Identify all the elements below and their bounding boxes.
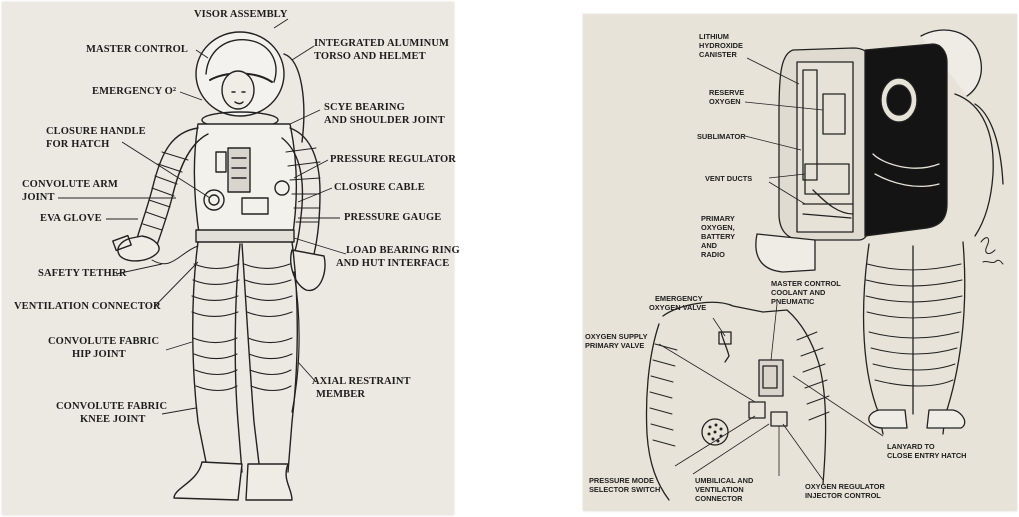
label-convolute-knee-2: KNEE JOINT (80, 414, 145, 426)
label-ventilation-connector: VENTILATION CONNECTOR (14, 301, 161, 313)
label-pressure-mode-2: SELECTOR SWITCH (589, 485, 660, 494)
label-sublimator: SUBLIMATOR (697, 132, 746, 141)
label-oxygen-regulator-2: INJECTOR CONTROL (805, 491, 881, 500)
label-primary-oxygen-2: OXYGEN, (701, 223, 735, 232)
label-closure-cable: CLOSURE CABLE (334, 182, 425, 194)
label-eva-glove: EVA GLOVE (40, 213, 102, 225)
label-load-bearing-2: AND HUT INTERFACE (336, 258, 449, 270)
label-umbilical-3: CONNECTOR (695, 494, 743, 503)
label-emergency-oxygen-valve-2: OXYGEN VALVE (649, 303, 706, 312)
label-vent-ducts: VENT DUCTS (705, 174, 752, 183)
label-convolute-knee-1: CONVOLUTE FABRIC (56, 401, 167, 413)
label-primary-oxygen-5: RADIO (701, 250, 725, 259)
label-pressure-gauge: PRESSURE GAUGE (344, 212, 441, 224)
label-convolute-hip-1: CONVOLUTE FABRIC (48, 336, 159, 348)
label-master-control-coolant-2: COOLANT AND (771, 288, 825, 297)
label-convolute-arm-2: JOINT (22, 192, 55, 204)
label-safety-tether: SAFETY TETHER (38, 268, 127, 280)
label-umbilical-2: VENTILATION (695, 485, 744, 494)
label-integrated-torso-2: TORSO AND HELMET (314, 51, 426, 63)
label-convolute-arm-1: CONVOLUTE ARM (22, 179, 118, 191)
left-diagram-page: VISOR ASSEMBLY MASTER CONTROL INTEGRATED… (2, 2, 454, 515)
label-axial-restraint-1: AXIAL RESTRAINT (312, 376, 411, 388)
spacesuit-backpack-illustration (583, 14, 1017, 511)
label-master-control-coolant-3: PNEUMATIC (771, 297, 814, 306)
label-emergency-o2: EMERGENCY O² (92, 86, 176, 98)
label-reserve-oxygen-1: RESERVE (709, 88, 744, 97)
label-primary-oxygen-4: AND (701, 241, 717, 250)
label-master-control: MASTER CONTROL (86, 44, 188, 56)
label-reserve-oxygen-2: OXYGEN (709, 97, 741, 106)
label-closure-handle-2: FOR HATCH (46, 139, 109, 151)
label-visor-assembly: VISOR ASSEMBLY (194, 9, 288, 21)
label-lithium-3: CANISTER (699, 50, 737, 59)
label-load-bearing-1: LOAD BEARING RING (346, 245, 460, 257)
label-lanyard-1: LANYARD TO (887, 442, 935, 451)
label-lithium-2: HYDROXIDE (699, 41, 743, 50)
label-integrated-torso-1: INTEGRATED ALUMINUM (314, 38, 449, 50)
label-scye-bearing-1: SCYE BEARING (324, 102, 405, 114)
label-convolute-hip-2: HIP JOINT (72, 349, 126, 361)
label-primary-oxygen-3: BATTERY (701, 232, 735, 241)
label-oxygen-supply-2: PRIMARY VALVE (585, 341, 644, 350)
label-axial-restraint-2: MEMBER (316, 389, 365, 401)
label-lithium-1: LITHIUM (699, 32, 729, 41)
label-umbilical-1: UMBILICAL AND (695, 476, 753, 485)
right-diagram-page: LITHIUM HYDROXIDE CANISTER RESERVE OXYGE… (583, 14, 1017, 511)
label-lanyard-2: CLOSE ENTRY HATCH (887, 451, 967, 460)
label-closure-handle-1: CLOSURE HANDLE (46, 126, 146, 138)
label-scye-bearing-2: AND SHOULDER JOINT (324, 115, 445, 127)
label-primary-oxygen-1: PRIMARY (701, 214, 735, 223)
label-oxygen-supply-1: OXYGEN SUPPLY (585, 332, 648, 341)
label-pressure-mode-1: PRESSURE MODE (589, 476, 654, 485)
label-emergency-oxygen-valve-1: EMERGENCY (655, 294, 703, 303)
label-pressure-regulator: PRESSURE REGULATOR (330, 154, 456, 166)
label-oxygen-regulator-1: OXYGEN REGULATOR (805, 482, 885, 491)
label-master-control-coolant-1: MASTER CONTROL (771, 279, 841, 288)
